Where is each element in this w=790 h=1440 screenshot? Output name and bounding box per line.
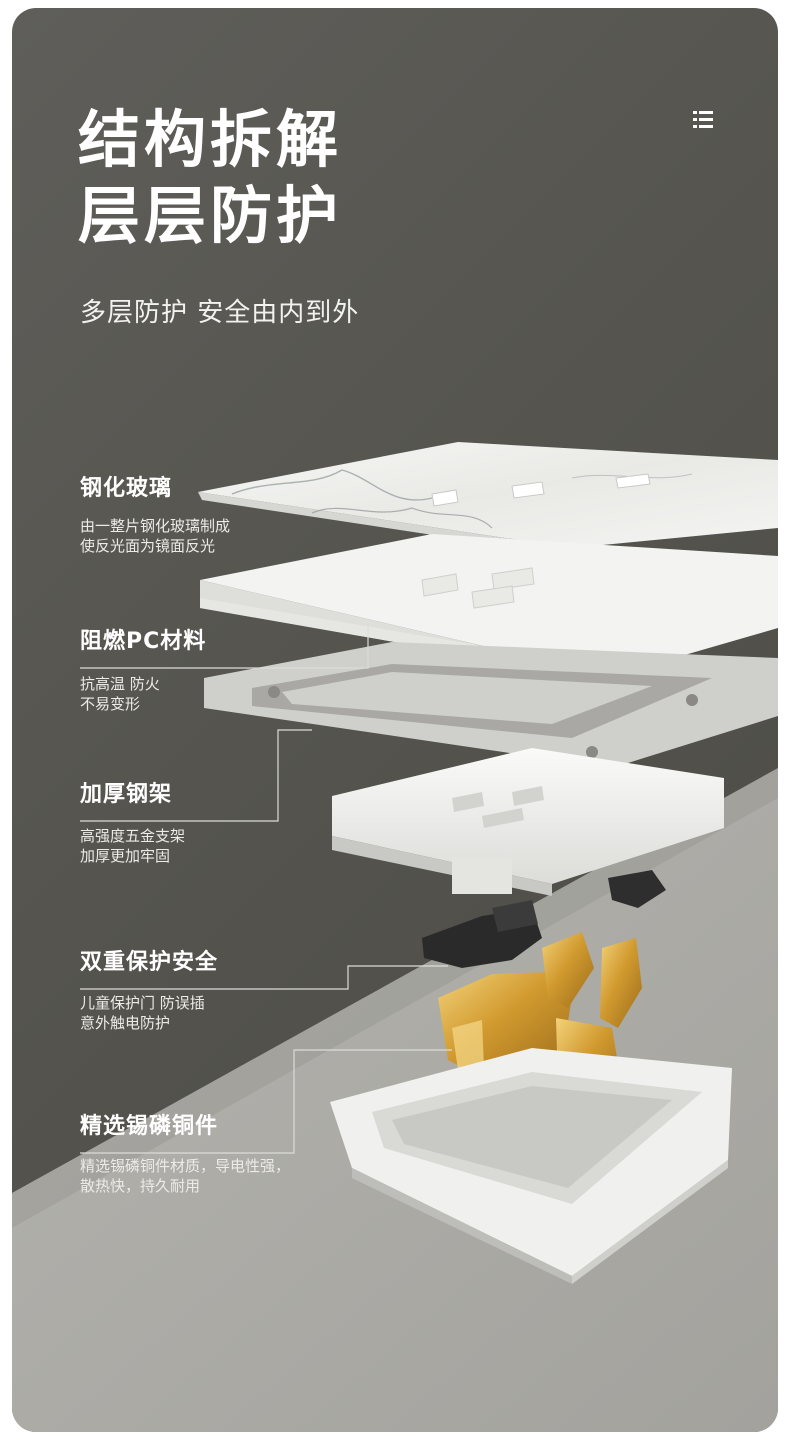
- feature-desc-line: 高强度五金支架: [80, 827, 186, 845]
- feature-desc-line: 加厚更加牢固: [80, 847, 171, 865]
- feature-desc-glass: 由一整片钢化玻璃制成 使反光面为镜面反光: [80, 516, 230, 556]
- feature-title-pc: 阻燃PC材料: [80, 629, 207, 654]
- page-title: 结构拆解 层层防护: [78, 102, 342, 254]
- menu-grid-icon[interactable]: [692, 109, 714, 131]
- floor-shade: [12, 768, 778, 1228]
- feature-desc-shutter: 儿童保护门 防误插 意外触电防护: [80, 993, 205, 1033]
- feature-desc-frame: 高强度五金支架 加厚更加牢固: [80, 826, 185, 866]
- product-card: 结构拆解 层层防护 多层防护 安全由内到外 钢化玻璃 由一整片钢化玻璃制成 使反…: [12, 8, 778, 1432]
- feature-desc-copper: 精选锡磷铜件材质，导电性强， 散热快，持久耐用: [80, 1156, 290, 1196]
- feature-desc-line: 抗高温 防火: [80, 675, 160, 693]
- base-housing-part: [330, 1048, 732, 1284]
- feature-desc-line: 散热快，持久耐用: [80, 1177, 201, 1195]
- feature-desc-line: 不易变形: [80, 695, 141, 713]
- exploded-socket-illustration: [12, 442, 778, 1432]
- socket-module-part: [332, 748, 724, 896]
- leader-line-shutter: [80, 965, 448, 990]
- leader-line-copper: [80, 1049, 452, 1154]
- feature-title-frame: 加厚钢架: [80, 782, 173, 807]
- feature-desc-line: 由一整片钢化玻璃制成: [80, 517, 231, 535]
- feature-title-shutter: 双重保护安全: [80, 950, 219, 975]
- feature-desc-line: 精选锡磷铜件材质，导电性强，: [80, 1157, 291, 1175]
- feature-title-glass: 钢化玻璃: [80, 476, 173, 501]
- feature-desc-line: 儿童保护门 防误插: [80, 994, 205, 1012]
- leader-lines: [80, 626, 452, 1154]
- feature-desc-line: 使反光面为镜面反光: [80, 537, 216, 555]
- leader-line-pc: [80, 626, 369, 669]
- shutter-parts: [422, 870, 666, 968]
- steel-frame-part: [204, 642, 778, 768]
- title-line-2: 层层防护: [78, 179, 343, 252]
- page-subtitle: 多层防护 安全由内到外: [80, 298, 360, 328]
- title-line-1: 结构拆解: [78, 103, 343, 176]
- leader-line-frame: [80, 729, 312, 822]
- feature-desc-pc: 抗高温 防火 不易变形: [80, 674, 160, 714]
- feature-desc-line: 意外触电防护: [80, 1014, 171, 1032]
- feature-title-copper: 精选锡磷铜件: [80, 1114, 219, 1139]
